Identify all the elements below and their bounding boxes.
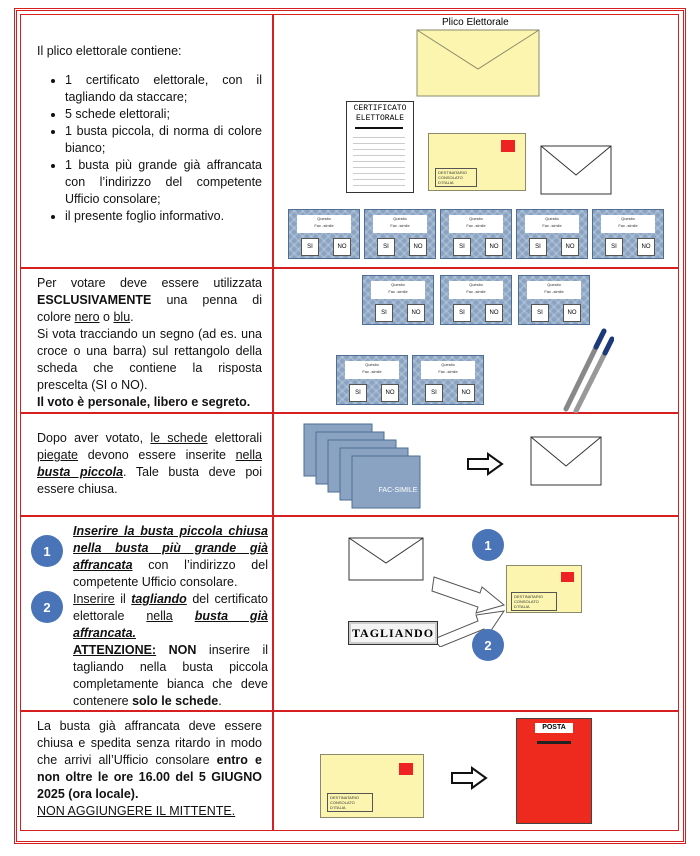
insert-arrows-icon [431,576,506,647]
plico-envelope-icon [416,29,540,97]
postbox-icon: POSTA [516,718,592,824]
busta-piccola-icon [530,436,602,486]
list-item: 1 certificato elettorale, con il taglian… [65,72,262,106]
row-busta-grande-illustration: 1 2 DESTINATARIO CONSOLATO D'ITALIA TAGL… [274,517,678,710]
busta-piccola-label: busta piccola [37,465,124,479]
step2-badge: 2 [31,591,63,623]
colore-nero: nero [74,310,100,324]
row-plico-text: Il plico elettorale contiene: 1 certific… [21,15,274,267]
row-spedizione: La busta già affrancata deve essere chiu… [20,711,679,831]
piegate: piegate [37,448,79,462]
row-busta-grande: Inserire la busta piccola chiusa nella b… [20,516,679,711]
voto-personale: Il voto è personale, libero e segreto. [37,395,251,409]
certificato-lines [353,134,405,186]
arrow-right-icon [467,452,504,476]
row-penna: Per votare deve essere utilizzata ESCLUS… [20,268,679,414]
busta-affrancata-icon: DESTINATARIO CONSOLATO D'ITALIA [506,565,582,613]
busta-piccola-icon [348,537,424,581]
colore-blu: blu [113,310,131,324]
step1-badge-illustration: 1 [472,529,504,561]
list-item: il presente foglio informativo. [65,208,262,225]
posta-label: POSTA [535,723,573,733]
postbox-slot [537,741,571,744]
row-spedizione-text: La busta già affrancata deve essere chiu… [21,712,274,830]
step2-text: Inserire [73,592,115,606]
row-busta-grande-text: Inserire la busta piccola chiusa nella b… [21,517,274,710]
row-busta-piccola: Dopo aver votato, le schede elettorali p… [20,413,679,516]
row-penna-text: Per votare deve essere utilizzata ESCLUS… [21,269,274,412]
certificato-line1: CERTIFICATO [353,104,407,113]
busta-affrancata-icon: DESTINATARIO CONSOLATO D'ITALIA [428,133,526,191]
plico-intro: Il plico elettorale contiene: [37,44,182,58]
row-spedizione-illustration: DESTINATARIO CONSOLATO D'ITALIA POSTA [274,712,678,830]
arrow-right-icon [451,766,488,790]
penna-text-segno: Si vota tracciando un segno (ad es. una … [37,327,262,392]
penna-text-1: Per votare deve essere utilizzata [37,276,262,290]
list-item: 1 busta più grande già affrancata con l’… [65,157,262,208]
row-busta-piccola-text: Dopo aver votato, le schede elettorali p… [21,414,274,515]
page-frame [14,8,686,844]
list-item: 5 schede elettorali; [65,106,262,123]
pen-icon [563,328,614,414]
attenzione-label: ATTENZIONE: [73,643,157,657]
step2-badge-illustration: 2 [472,629,504,661]
row-plico-illustration: Plico Elettorale CERTIFICATO ELETTORALE … [274,15,678,267]
le-schede: le schede [150,431,208,445]
tagliando-card: TAGLIANDO [348,621,438,645]
step1-text: Inserire la busta piccola chiusa nella b… [73,524,268,572]
certificato-line2: ELETTORALE [355,114,404,123]
list-item: 1 busta piccola, di norma di colore bian… [65,123,262,157]
busta-affrancata-icon: DESTINATARIO CONSOLATO D'ITALIA [320,754,424,818]
row-plico: Il plico elettorale contiene: 1 certific… [20,14,679,268]
certificato-rule [355,127,403,129]
step1-badge: 1 [31,535,63,567]
busta-piccola-icon [540,145,612,195]
row-busta-piccola-illustration: FAC-SIMILE [274,414,678,515]
plico-label: Plico Elettorale [442,17,509,28]
folded-ballots-stack-icon: FAC-SIMILE [303,423,421,509]
svg-text:FAC-SIMILE: FAC-SIMILE [379,487,418,494]
penna-esclusivamente: ESCLUSIVAMENTE [37,293,152,307]
scadenza-text: entro e non oltre le ore 16.00 del 5 GIU… [37,753,262,801]
non-aggiungere-mittente: NON AGGIUNGERE IL MITTENTE. [37,804,236,818]
plico-contents-list: 1 certificato elettorale, con il taglian… [37,72,262,225]
certificato-card: CERTIFICATO ELETTORALE [346,101,414,193]
